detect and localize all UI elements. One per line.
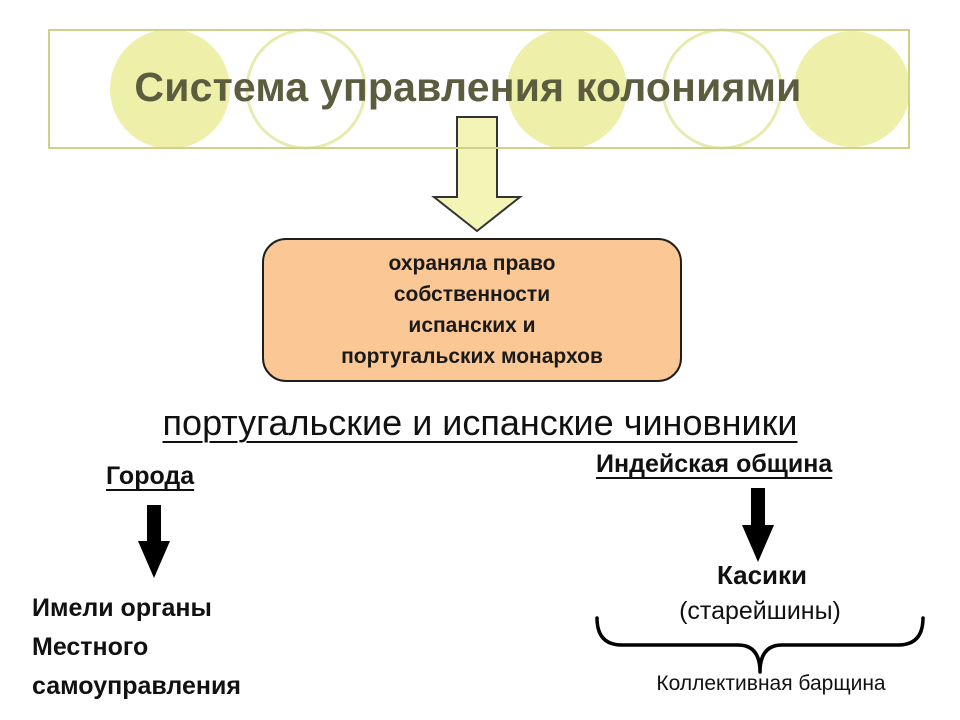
circle-filled-3: [794, 31, 910, 147]
officials-heading: португальские и испанские чиновники: [0, 402, 960, 444]
circle-filled-1: [110, 29, 230, 149]
down-arrow-main-icon: [431, 116, 523, 233]
down-arrow-left-icon: [138, 505, 170, 578]
self-government-text: Имели органы Местного самоуправления: [32, 589, 241, 706]
down-arrow-right-icon: [742, 488, 774, 562]
title-frame: [48, 29, 910, 149]
kasiki-label: Касики: [716, 560, 808, 590]
info-box: охраняла право собственности испанских и…: [262, 238, 682, 382]
self-government-line: Местного: [32, 633, 149, 661]
curly-brace-icon: [595, 616, 925, 674]
title-circles: [110, 28, 910, 150]
info-line: испанских и: [408, 314, 536, 337]
self-government-line: Имели органы: [32, 594, 212, 622]
circle-filled-2: [507, 29, 627, 149]
community-heading: Индейская община: [596, 450, 833, 478]
info-box-text: охраняла право собственности испанских и…: [341, 248, 603, 372]
info-line: охраняла право: [388, 252, 556, 275]
collective-corvee-label: Коллективная барщина: [656, 672, 886, 695]
page-title: Система управления колониями: [134, 64, 802, 110]
info-line: португальских монархов: [341, 345, 603, 368]
officials-text: португальские и испанские чиновники: [162, 402, 798, 443]
info-line: собственности: [393, 283, 551, 306]
self-government-line: самоуправления: [32, 672, 241, 700]
cities-heading: Города: [106, 462, 195, 490]
elders-note: (старейшины): [679, 597, 841, 625]
